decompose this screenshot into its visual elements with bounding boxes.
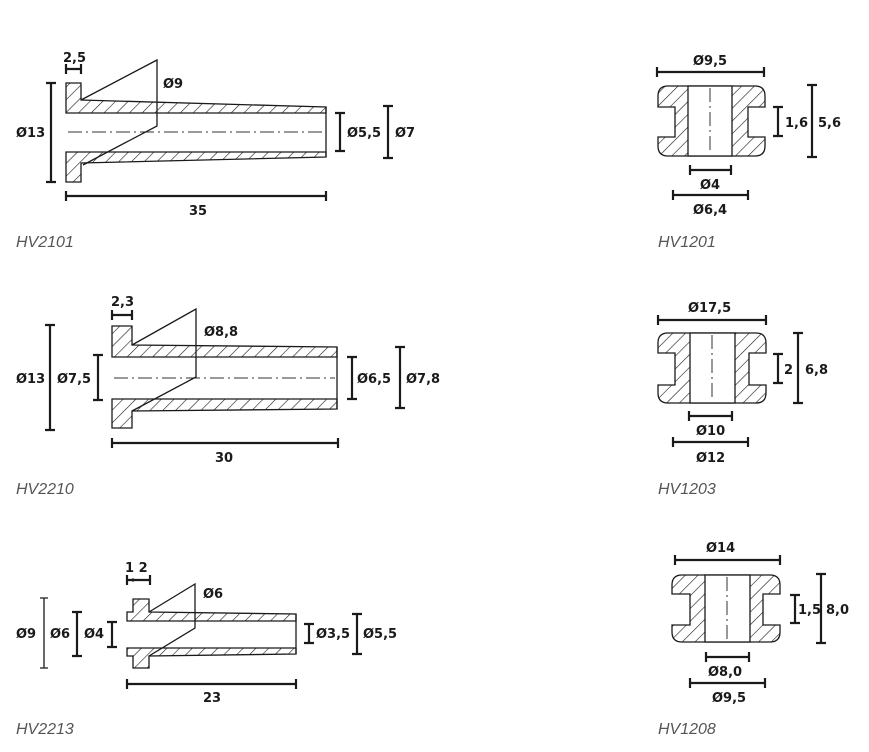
dim-height <box>793 331 803 405</box>
dim-outer-diameter <box>655 67 766 77</box>
dim-groove-diameter <box>671 437 750 447</box>
dim-groove-width <box>773 352 783 385</box>
dim-flange-thickness <box>125 575 152 585</box>
lower-wall-section <box>126 647 297 669</box>
part-hv2101: 2,5 Ø9 Ø13 Ø5,5 Ø7 35 HV2101 <box>16 51 415 251</box>
part-hv2210: 2,3 Ø8,8 Ø13 Ø7,5 Ø6,5 Ø7,8 30 HV2210 <box>16 295 440 498</box>
dim-bore <box>704 652 751 662</box>
part-label: HV2101 <box>16 234 74 251</box>
dim-length <box>125 679 298 689</box>
dim-length <box>64 191 328 201</box>
dim-label: Ø13 <box>16 126 45 141</box>
dim-label: 5,6 <box>818 116 841 131</box>
dim-label: Ø6,5 <box>357 372 391 387</box>
dim-label: 1 2 <box>125 561 148 576</box>
dim-label: 2,5 <box>63 51 86 66</box>
dim-label: Ø14 <box>706 541 735 556</box>
dim-neck-inner <box>107 620 117 649</box>
dim-label: 1,5 <box>798 603 821 618</box>
dim-label: 2,3 <box>111 295 134 310</box>
dim-label: Ø6 <box>50 627 70 642</box>
dim-flange-diameter <box>45 323 55 432</box>
dim-label: Ø12 <box>696 451 725 466</box>
part-label: HV1201 <box>658 234 716 251</box>
dim-label: Ø3,5 <box>316 627 350 642</box>
part-hv1203: Ø17,5 2 6,8 Ø10 Ø12 HV1203 <box>656 301 828 498</box>
dim-label: 8,0 <box>826 603 849 618</box>
dim-outer-diameter <box>383 104 393 160</box>
dim-bore <box>687 411 734 421</box>
dim-label: 2 <box>784 363 793 378</box>
dim-label: Ø7,8 <box>406 372 440 387</box>
dim-label: Ø8,0 <box>708 665 742 680</box>
dim-outer-diameter <box>656 315 768 325</box>
dim-groove-diameter <box>671 190 750 200</box>
dim-length <box>110 438 340 448</box>
dim-groove-width <box>790 593 800 625</box>
dim-bore <box>688 165 733 175</box>
dim-label: Ø4 <box>84 627 104 642</box>
dim-outer-diameter <box>352 612 362 656</box>
dim-label: Ø5,5 <box>347 126 381 141</box>
dim-groove-diameter <box>688 678 767 688</box>
dim-label: Ø8,8 <box>204 325 238 340</box>
part-hv1208: Ø14 1,5 8,0 Ø8,0 Ø9,5 HV1208 <box>658 541 849 738</box>
dim-groove-width <box>773 105 783 138</box>
cone-outline <box>148 582 196 657</box>
dim-inner-diameter <box>304 622 314 645</box>
dim-height <box>816 572 826 645</box>
dim-dot <box>131 578 135 582</box>
dim-label: 6,8 <box>805 363 828 378</box>
part-label: HV1203 <box>658 481 716 498</box>
cone-outline <box>131 307 197 412</box>
dim-flange-thickness <box>64 64 83 74</box>
dim-inner-diameter <box>335 111 345 153</box>
dim-outer-diameter <box>673 555 782 565</box>
dim-flange-thickness <box>110 310 134 320</box>
dim-label: Ø7,5 <box>57 372 91 387</box>
cone-outline <box>80 58 158 166</box>
dim-label: Ø13 <box>16 372 45 387</box>
dim-label: Ø4 <box>700 178 720 193</box>
dim-label: Ø9 <box>163 77 183 92</box>
dim-label: Ø17,5 <box>688 301 731 316</box>
dim-neck-outer <box>72 610 82 658</box>
part-label: HV1208 <box>658 721 716 738</box>
part-hv1201: Ø9,5 1,6 5,6 Ø4 Ø6,4 HV1201 <box>655 54 841 251</box>
dim-label: Ø7 <box>395 126 415 141</box>
dim-inner-diameter <box>347 355 357 401</box>
dim-label: Ø9,5 <box>712 691 746 706</box>
dim-label: Ø9 <box>16 627 36 642</box>
dim-label: 35 <box>189 204 207 219</box>
part-label: HV2213 <box>16 721 74 738</box>
dim-label: Ø6,4 <box>693 203 727 218</box>
dim-neck-diameter <box>93 353 103 402</box>
dim-outer-diameter <box>395 345 405 410</box>
part-hv2213: 1 2 Ø6 Ø9 Ø6 Ø4 Ø3,5 Ø5,5 23 HV2213 <box>16 561 397 738</box>
lower-wall-section <box>65 151 327 183</box>
dim-label: 23 <box>203 691 221 706</box>
dim-height <box>807 83 817 159</box>
dim-label: Ø10 <box>696 424 725 439</box>
dim-label: Ø9,5 <box>693 54 727 69</box>
dim-label: Ø5,5 <box>363 627 397 642</box>
part-label: HV2210 <box>16 481 74 498</box>
dim-label: 1,6 <box>785 116 808 131</box>
dim-label: Ø6 <box>203 587 223 602</box>
dim-flange-diameter <box>40 597 48 669</box>
dim-label: 30 <box>215 451 233 466</box>
dim-flange-diameter <box>46 81 56 184</box>
